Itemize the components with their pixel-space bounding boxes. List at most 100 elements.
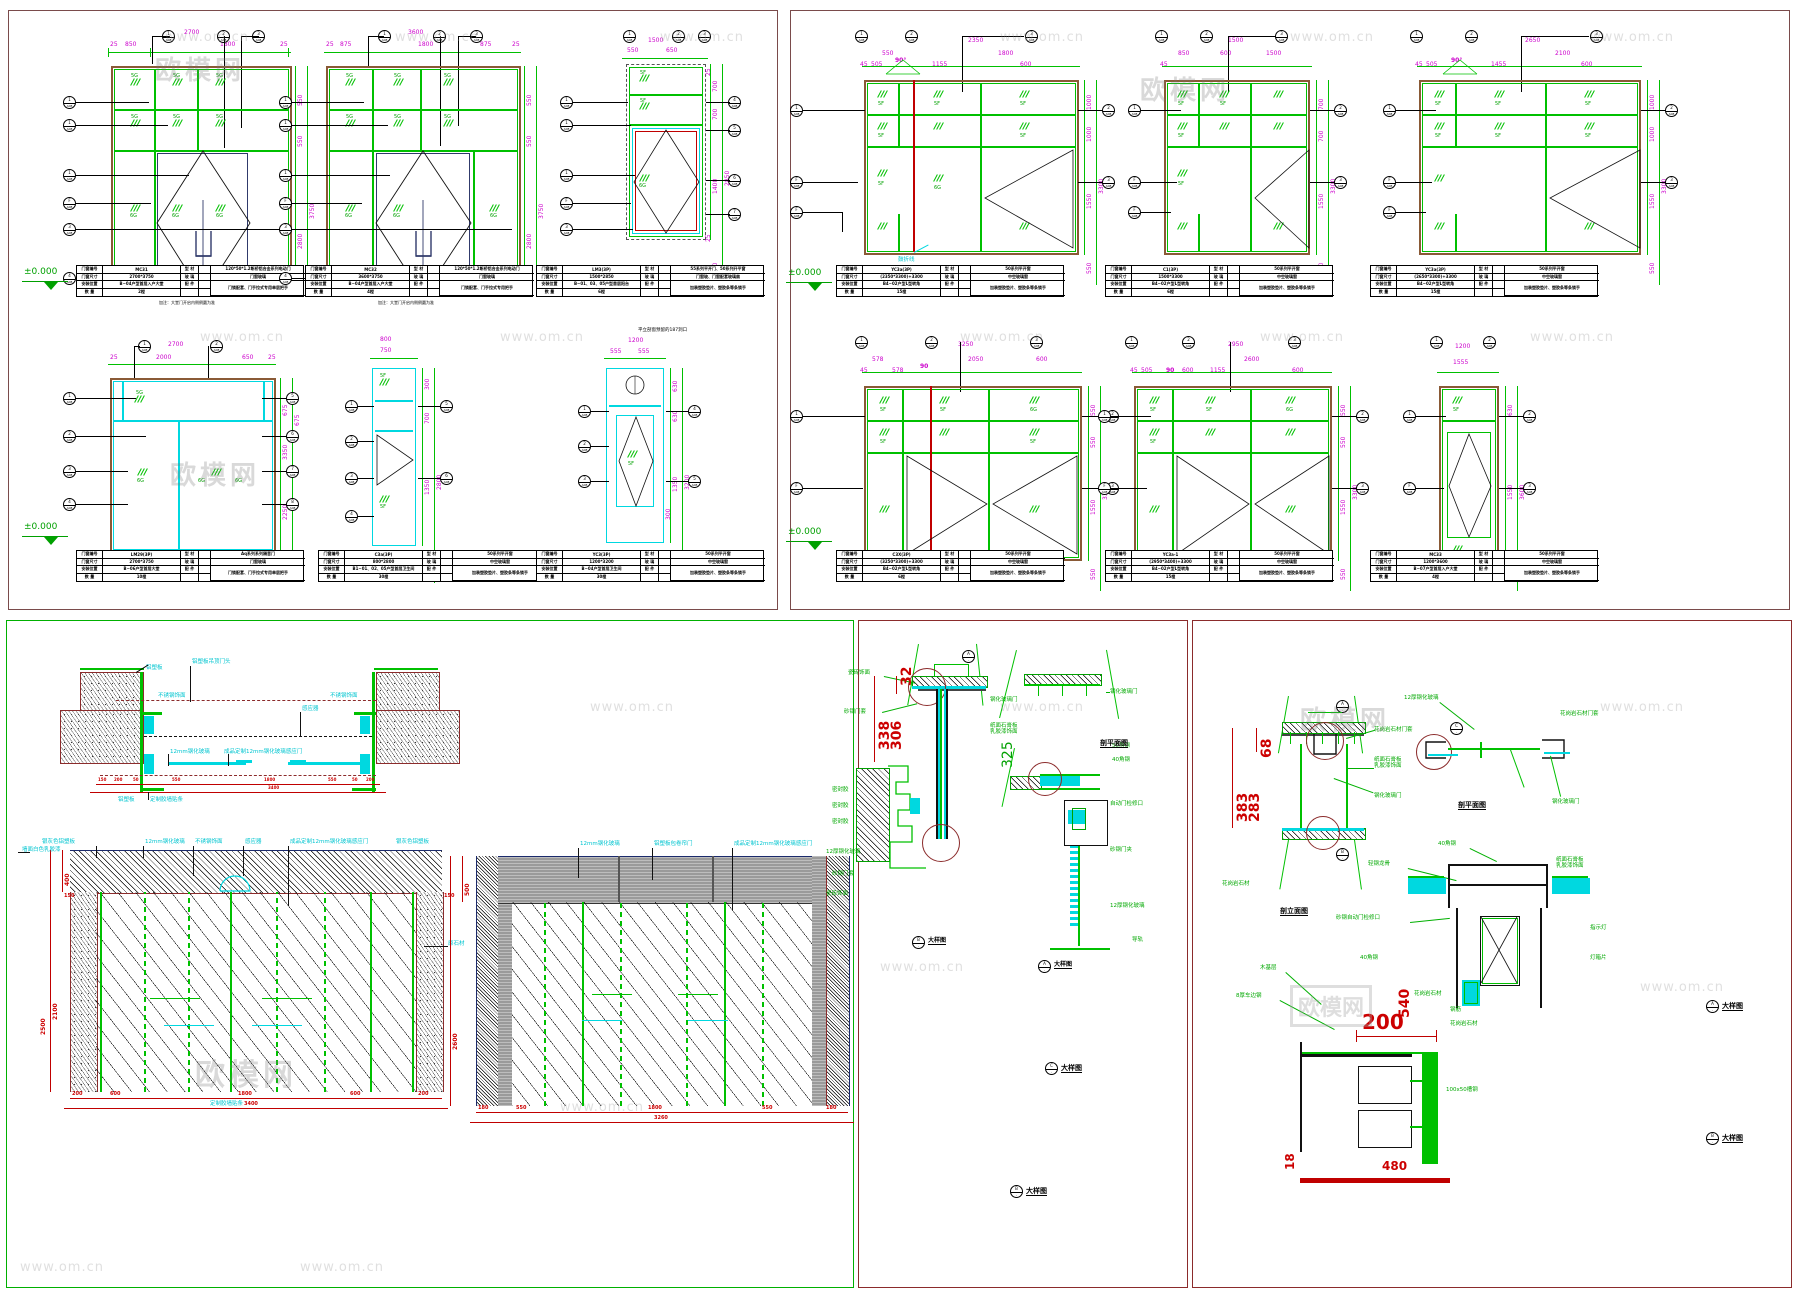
detail-bubble-b3[interactable]: B- [1336,848,1349,861]
detail-bubble-a2[interactable]: A- [1038,960,1051,973]
detail-bubble-ref-d[interactable]: B- [1010,1185,1023,1198]
detail-bubble-ref-c[interactable]: C- [1045,1062,1058,1075]
dim-2100: 2100 [52,1003,59,1020]
detail-bubble-ref-b[interactable]: B- [1706,1132,1719,1145]
bubble-label: A [1711,1001,1714,1006]
detail-bubble-c[interactable]: C- [1450,722,1463,735]
detail-bubble-a[interactable]: A- [962,650,975,663]
detail-bubble-a3[interactable]: A- [1336,700,1349,713]
detail-bubble-ref-a[interactable]: A- [1706,1000,1719,1013]
cell-value: MC31 [103,266,181,274]
detail-bubble-b[interactable]: B- [912,936,925,949]
